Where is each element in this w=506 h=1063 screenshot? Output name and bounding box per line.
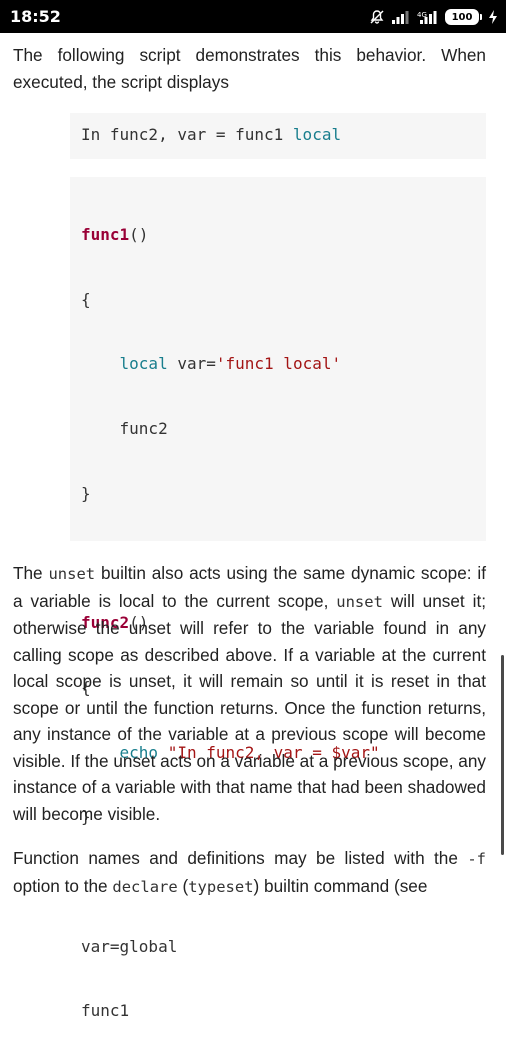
status-bar: 18:52 4G 100 <box>0 0 506 33</box>
charging-bolt-icon <box>489 10 497 24</box>
brace: } <box>81 483 91 503</box>
string-literal: "In func2, var = $var" <box>158 742 380 762</box>
inline-code: unset <box>48 565 96 583</box>
function-parens: () <box>129 225 149 244</box>
function-name: func2 <box>81 613 130 633</box>
inline-code: -f <box>467 850 486 868</box>
para-text: option to the <box>13 875 113 896</box>
code-line: func1() <box>81 222 380 249</box>
signal-icon <box>392 11 409 24</box>
output-text: In func2, var = func1 <box>81 125 293 144</box>
brace: } <box>81 807 91 827</box>
output-line: In func2, var = func1 local <box>81 122 341 149</box>
inline-code: declare <box>112 877 178 896</box>
function-parens: () <box>129 613 149 633</box>
scrollbar[interactable] <box>501 655 504 855</box>
code-line: { <box>81 675 380 702</box>
bell-off-icon <box>370 10 384 24</box>
para-text: builtin also acts using the same dynamic… <box>13 563 486 611</box>
code-line: } <box>81 481 380 508</box>
brace: { <box>81 289 91 309</box>
code-text: func2 <box>119 419 168 439</box>
svg-text:4G: 4G <box>417 11 427 19</box>
code-line: func2() <box>81 610 380 637</box>
code-text: func1 <box>81 1001 130 1021</box>
function-names-paragraph: Function names and definitions may be li… <box>13 845 486 900</box>
inline-code: typeset <box>188 877 254 896</box>
output-highlight: local <box>292 125 342 144</box>
keyword: local <box>119 354 168 374</box>
code-line: func2 <box>81 416 380 443</box>
keyword: echo <box>119 742 159 762</box>
para-text: ( <box>177 875 189 896</box>
code-text: var= <box>167 354 216 374</box>
battery-level: 100 <box>445 9 479 25</box>
intro-line-2: executed, the script displays <box>13 71 229 92</box>
intro-line-1: The following script demonstrates this b… <box>13 45 486 65</box>
code-line: local var='func1 local' <box>81 351 380 378</box>
status-time: 18:52 <box>10 7 61 26</box>
intro-paragraph: The following script demonstrates this b… <box>13 42 486 95</box>
para-text: Function names and definitions may be li… <box>13 848 468 868</box>
code-line: } <box>81 804 380 831</box>
code-line: { <box>81 287 380 314</box>
code-line: echo "In func2, var = $var" <box>81 740 380 767</box>
battery-icon: 100 <box>445 9 482 25</box>
code-line: func1 <box>81 998 380 1025</box>
unset-paragraph: The unset builtin also acts using the sa… <box>13 560 486 827</box>
signal-4g-icon: 4G <box>417 11 437 24</box>
code-line: var=global <box>81 934 380 961</box>
inline-code: unset <box>336 592 383 611</box>
script-code-block: func1() { local var='func1 local' func2 … <box>70 177 486 1020</box>
para-text: The <box>13 563 49 583</box>
brace: { <box>81 677 91 697</box>
string-literal: 'func1 local' <box>215 354 342 374</box>
status-icons: 4G 100 <box>369 7 498 27</box>
para-text: ) builtin command (see <box>253 875 428 896</box>
output-code-block: In func2, var = func1 local <box>70 113 486 159</box>
code-text: var=global <box>81 936 178 956</box>
function-name: func1 <box>81 225 130 244</box>
para-text: will unset it; otherwise the unset will … <box>13 590 486 824</box>
